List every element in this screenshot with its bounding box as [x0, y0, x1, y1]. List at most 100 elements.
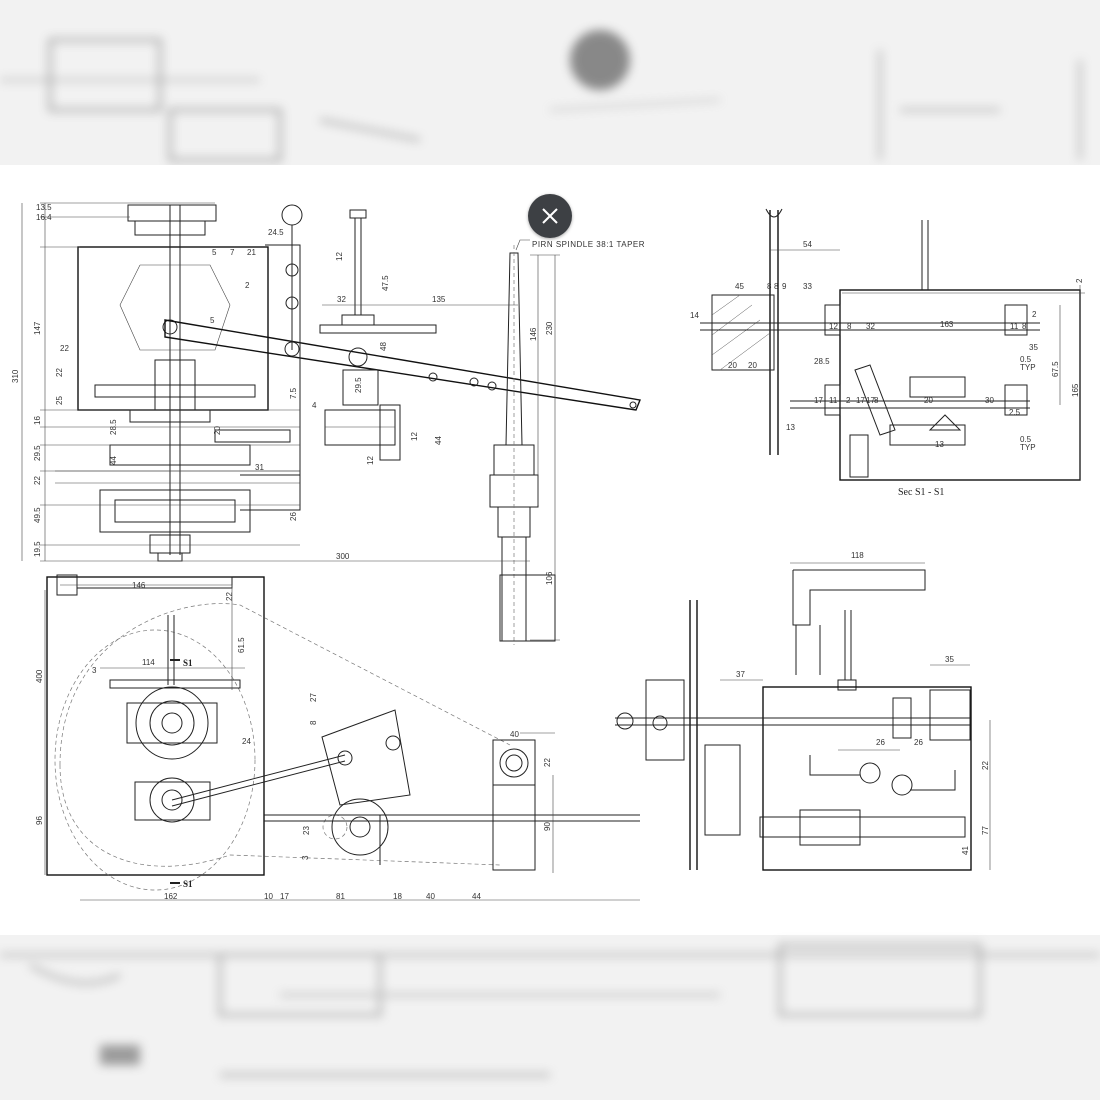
dim-label: 14	[690, 311, 699, 320]
dim-label: 13	[935, 440, 944, 449]
dim-label: 17	[280, 892, 289, 901]
dim-label: 22	[60, 344, 69, 353]
section-view-dimensions: 54 45 8 8 9 33 14 12 8 32 163 11 8 2 2 2…	[690, 240, 1084, 498]
dim-label: 20	[728, 361, 737, 370]
plan-view	[44, 574, 640, 901]
dim-label: 44	[472, 892, 481, 901]
dim-label: 20	[748, 361, 757, 370]
dim-label: 8	[774, 282, 779, 291]
dim-label: 45	[735, 282, 744, 291]
dim-label: 16	[33, 416, 42, 425]
spindle-taper-note: PIRN SPINDLE 38:1 TAPER	[532, 240, 645, 249]
dim-label: 11	[829, 396, 838, 405]
dim-label: 20	[213, 426, 222, 435]
dim-label: 300	[336, 552, 350, 561]
dim-label: 165	[1071, 383, 1080, 397]
dim-label: 40	[426, 892, 435, 901]
dim-label: 40	[510, 730, 519, 739]
dim-label: 19.5	[33, 541, 42, 557]
dim-label: 22	[225, 592, 234, 601]
dim-label: 24.5	[268, 228, 284, 237]
dim-label: 32	[866, 322, 875, 331]
dim-label: 12	[410, 432, 419, 441]
dim-label: 35	[945, 655, 954, 664]
dim-label: 106	[545, 571, 554, 585]
blurred-background-top	[0, 0, 1100, 165]
dim-label: 0.5	[1020, 355, 1032, 364]
dim-label: 41	[961, 846, 970, 855]
dim-label: 230	[545, 321, 554, 335]
dim-label: 47.5	[381, 275, 390, 291]
dim-label: 77	[981, 826, 990, 835]
dim-label: 30	[985, 396, 994, 405]
dim-label: 146	[132, 581, 146, 590]
dim-label: 4	[312, 401, 317, 410]
side-elevation-dimensions: 16.4 13.5 310 147 22 22 25 16 28.5 29.5 …	[11, 203, 645, 585]
dim-label: 49.5	[33, 507, 42, 523]
dim-label: 17	[856, 396, 865, 405]
dim-label: 22	[981, 761, 990, 770]
dim-label: 3	[301, 855, 310, 860]
section-marker-top: S1	[170, 658, 193, 668]
dim-label: 26	[876, 738, 885, 747]
dim-label: 32	[337, 295, 346, 304]
dim-label: 2	[1075, 278, 1084, 283]
dim-label: 310	[11, 369, 20, 383]
front-elevation-view	[615, 562, 991, 871]
dim-label: 29.5	[33, 445, 42, 461]
dim-label: 12	[829, 322, 838, 331]
dim-label: 3	[92, 666, 97, 675]
dim-label: 147	[33, 321, 42, 335]
section-marker-label: S1	[183, 658, 193, 668]
dim-label: 67.5	[1051, 361, 1060, 377]
dim-label: 27	[309, 693, 318, 702]
dim-label: 25	[55, 396, 64, 405]
dim-label: 17	[814, 396, 823, 405]
dim-label: 28.5	[814, 357, 830, 366]
dim-label: 8	[847, 322, 852, 331]
dim-label: 9	[782, 282, 787, 291]
dim-label: 28.5	[109, 419, 118, 435]
dim-label: 146	[529, 327, 538, 341]
dim-label: 81	[336, 892, 345, 901]
dim-label: 2	[245, 281, 250, 290]
side-elevation-view	[21, 202, 641, 645]
dim-label: 8	[309, 720, 318, 725]
dim-label: 5	[212, 248, 217, 257]
section-title: Sec S1 - S1	[898, 487, 944, 498]
section-marker-label: S1	[183, 879, 193, 889]
dim-label: 2.5	[1009, 408, 1021, 417]
dim-label: 44	[434, 436, 443, 445]
dim-label: 13.5	[36, 203, 52, 212]
dim-label: 31	[255, 463, 264, 472]
dim-label: 8	[767, 282, 772, 291]
dim-label: 96	[35, 816, 44, 825]
dim-label: TYP	[1020, 363, 1036, 372]
dim-label: 12	[366, 456, 375, 465]
dim-label: 114	[142, 658, 155, 667]
section-view-s1	[700, 208, 1085, 481]
dim-label: 2	[1032, 310, 1037, 319]
dim-label: 400	[35, 669, 44, 683]
dim-label: 5	[210, 316, 215, 325]
dim-label: 54	[803, 240, 812, 249]
dim-label: 0.5	[1020, 435, 1032, 444]
dim-label: 163	[940, 320, 954, 329]
dim-label: 118	[851, 551, 864, 560]
dim-label: 21	[247, 248, 256, 257]
front-elevation-dimensions: 118 37 35 26 26 22 77 41	[736, 551, 990, 855]
dim-label: 8	[874, 396, 879, 405]
dim-label: 24	[242, 737, 251, 746]
dim-label: 162	[164, 892, 178, 901]
dim-label: 2	[846, 396, 851, 405]
close-button[interactable]	[528, 194, 572, 238]
dim-label: 33	[803, 282, 812, 291]
dim-label: 90	[543, 822, 552, 831]
dim-label: 8	[1022, 322, 1027, 331]
dim-label: 23	[302, 826, 311, 835]
dim-label: 16.4	[36, 213, 52, 222]
plan-view-dimensions: 146 22 400 61.5 114 3 27 8 24 40 22 96 2…	[35, 581, 552, 901]
dim-label: 22	[33, 476, 42, 485]
dim-label: 22	[55, 368, 64, 377]
